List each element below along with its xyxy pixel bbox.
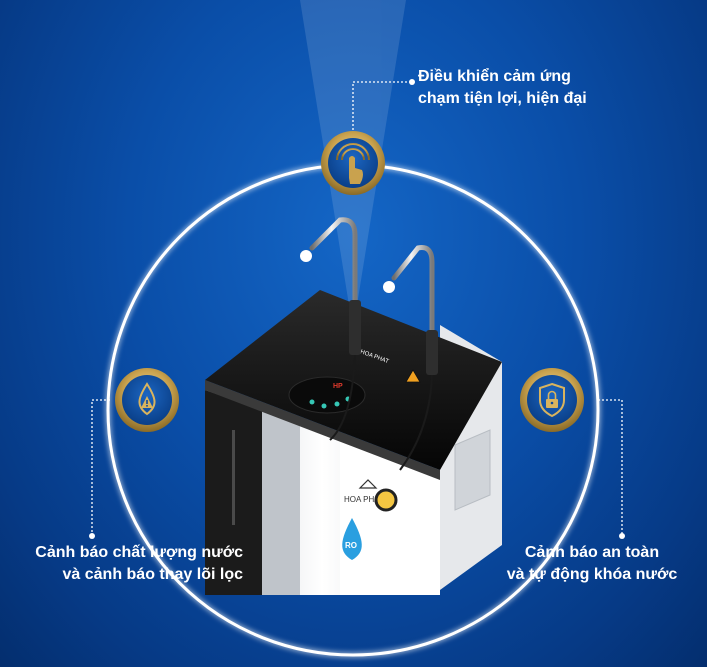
- callout-touch-control: Điều khiển cảm ứng chạm tiện lợi, hiện đ…: [418, 66, 648, 110]
- leader-lines: [91, 81, 623, 536]
- callout-touch-line2: chạm tiện lợi, hiện đại: [418, 90, 587, 107]
- callout-water-quality: Cảnh báo chất lượng nước và cảnh báo tha…: [18, 542, 243, 586]
- shield-lock-feature-badge: [520, 368, 584, 432]
- touch-icon: [336, 143, 370, 184]
- leader-dots: [89, 79, 625, 539]
- callout-touch-line1: Điều khiển cảm ứng: [418, 68, 571, 85]
- callout-water-line2: và cảnh báo thay lõi lọc: [62, 566, 244, 583]
- water-warning-feature-badge: [115, 368, 179, 432]
- callout-safety-lock: Cảnh báo an toàn và tự động khóa nước: [487, 542, 697, 586]
- ro-badge: RO: [345, 541, 357, 550]
- water-warning-icon: [138, 382, 156, 416]
- water-purifier-product: HP HOA PHAT HOA PHAT RO: [205, 217, 502, 595]
- brand-front: HOA PHAT: [344, 495, 384, 504]
- shield-lock-icon: [539, 382, 565, 418]
- panel-mark: HP: [333, 383, 343, 390]
- callout-safety-line2: và tự động khóa nước: [506, 566, 678, 583]
- callout-water-line1: Cảnh báo chất lượng nước: [35, 544, 243, 561]
- callout-safety-line1: Cảnh báo an toàn: [524, 544, 660, 561]
- touch-feature-badge: [321, 131, 385, 195]
